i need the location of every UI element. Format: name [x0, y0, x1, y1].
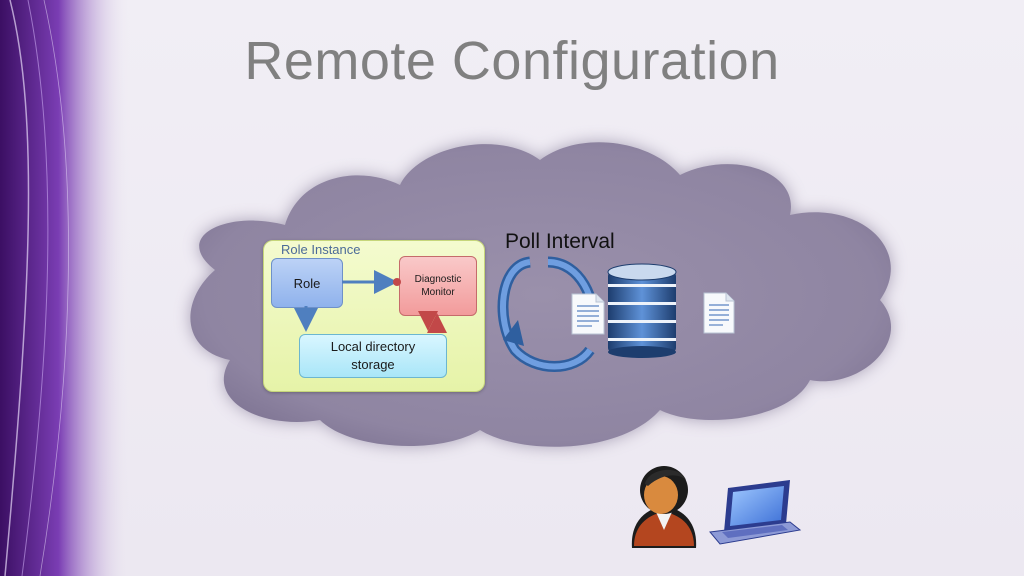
slide-title: Remote Configuration: [244, 31, 780, 91]
storage-line1: Local directory: [330, 339, 416, 354]
poll-interval-label: Poll Interval: [505, 230, 615, 253]
role-instance-label: Role Instance: [281, 242, 361, 257]
role-label: Role: [293, 275, 321, 291]
diagnostic-monitor-line2: Monitor: [421, 287, 455, 298]
diagnostic-monitor-line1: Diagnostic: [414, 274, 462, 285]
decorative-swoosh: [0, 0, 130, 576]
role-box: Role: [271, 258, 343, 308]
storage-line2: storage: [351, 357, 395, 372]
diagnostic-monitor-box: Diagnostic Monitor: [399, 256, 477, 316]
local-storage-box: Local directory storage: [299, 334, 447, 378]
